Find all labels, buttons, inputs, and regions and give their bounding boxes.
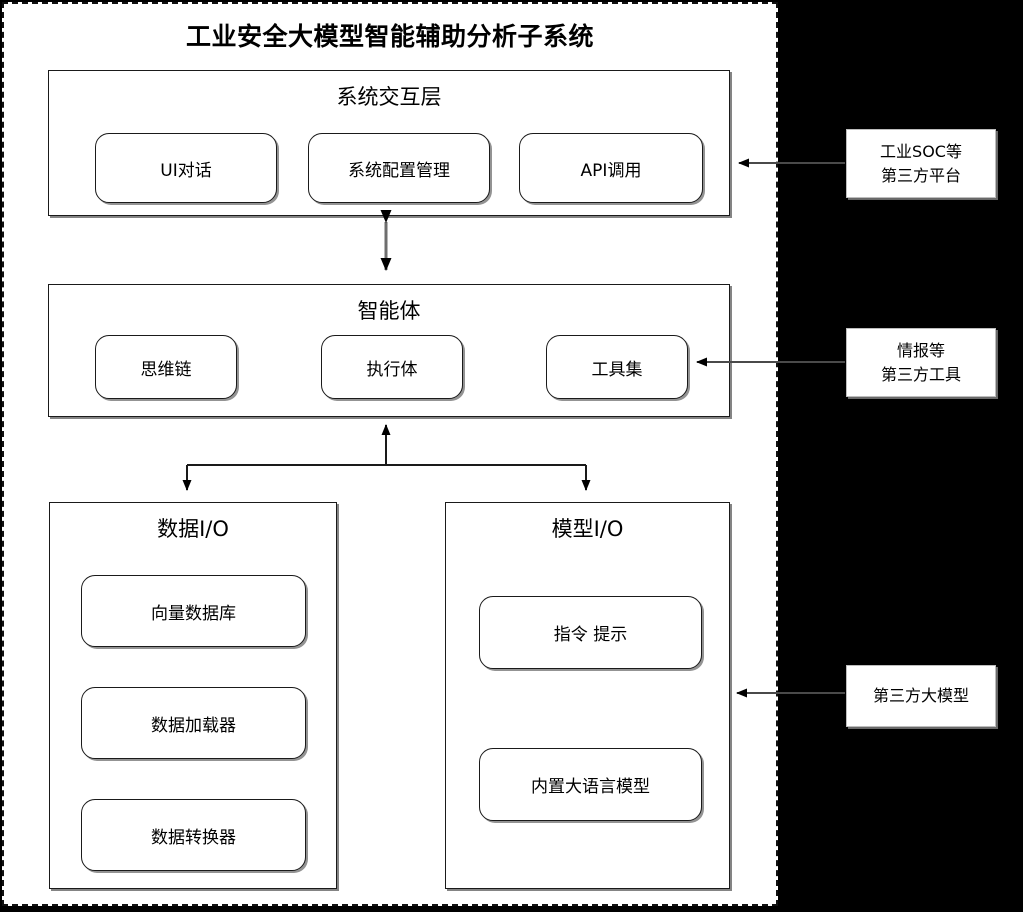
external-tools-line1: 情报等 (896, 341, 945, 361)
node-data-loader[interactable]: 数据加载器 (81, 687, 306, 759)
external-platform-line2: 第三方平台 (880, 165, 961, 185)
node-vector-database[interactable]: 向量数据库 (81, 575, 306, 647)
external-third-party-platform[interactable]: 工业SOC等 第三方平台 (846, 129, 996, 198)
node-chain-of-thought[interactable]: 思维链 (95, 335, 237, 399)
layer-interaction[interactable]: 系统交互层 UI对话 系统配置管理 API调用 (48, 70, 730, 216)
node-prompt[interactable]: 指令 提示 (479, 596, 702, 669)
node-config-management[interactable]: 系统配置管理 (308, 133, 490, 203)
layer-model-io[interactable]: 模型I/O 指令 提示 内置大语言模型 (445, 502, 730, 889)
node-executor[interactable]: 执行体 (321, 335, 463, 399)
subsystem-panel: 工业安全大模型智能辅助分析子系统 系统交互层 UI对话 系统配置管理 API调用… (2, 2, 778, 906)
layer-data-io-title: 数据I/O (157, 517, 229, 541)
node-ui-dialog[interactable]: UI对话 (95, 133, 277, 203)
page-title: 工业安全大模型智能辅助分析子系统 (185, 22, 594, 51)
layer-model-io-title: 模型I/O (551, 517, 624, 541)
node-builtin-llm[interactable]: 内置大语言模型 (479, 748, 702, 821)
external-tools-line2: 第三方工具 (880, 364, 961, 384)
external-third-party-tools[interactable]: 情报等 第三方工具 (846, 328, 996, 397)
external-platform-line1: 工业SOC等 (880, 142, 962, 162)
layer-agent[interactable]: 智能体 思维链 执行体 工具集 (48, 284, 730, 417)
external-llm-line1: 第三方大模型 (872, 686, 969, 706)
node-toolset[interactable]: 工具集 (546, 335, 688, 399)
node-api-call[interactable]: API调用 (519, 133, 703, 203)
layer-interaction-title: 系统交互层 (336, 85, 442, 109)
node-data-transformer[interactable]: 数据转换器 (81, 799, 306, 871)
external-third-party-llm[interactable]: 第三方大模型 (846, 665, 996, 727)
layer-data-io[interactable]: 数据I/O 向量数据库 数据加载器 数据转换器 (49, 502, 337, 889)
layer-agent-title: 智能体 (357, 299, 421, 323)
